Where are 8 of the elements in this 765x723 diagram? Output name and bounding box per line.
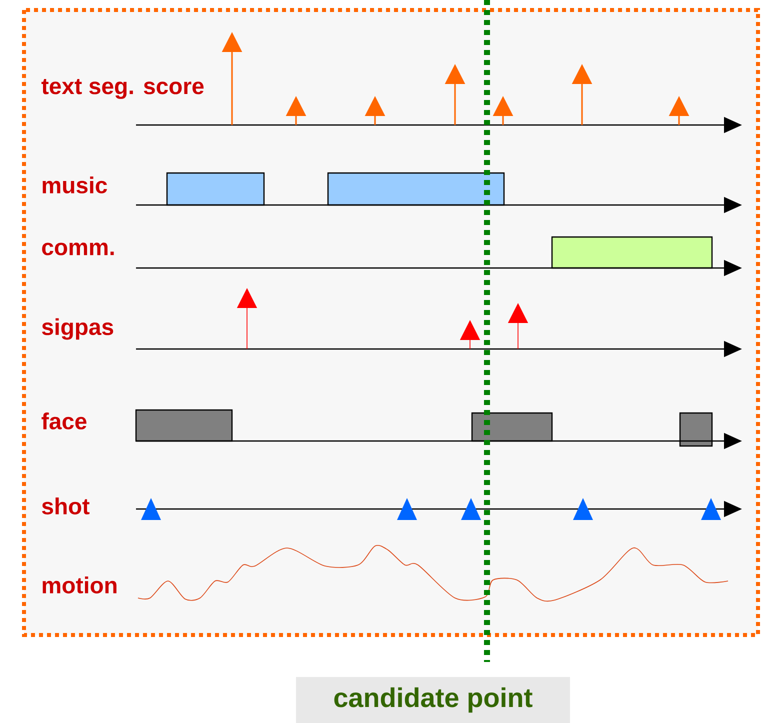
row-label: shot xyxy=(42,498,90,514)
row-label: motion xyxy=(42,576,116,594)
row-label: face xyxy=(42,412,86,430)
row-label: comm. xyxy=(42,242,114,256)
row-label: sigpas xyxy=(42,318,114,340)
row-label: text seg. score xyxy=(41,79,204,99)
row-label: music xyxy=(42,176,107,194)
caption-box: candidate point xyxy=(296,677,570,723)
